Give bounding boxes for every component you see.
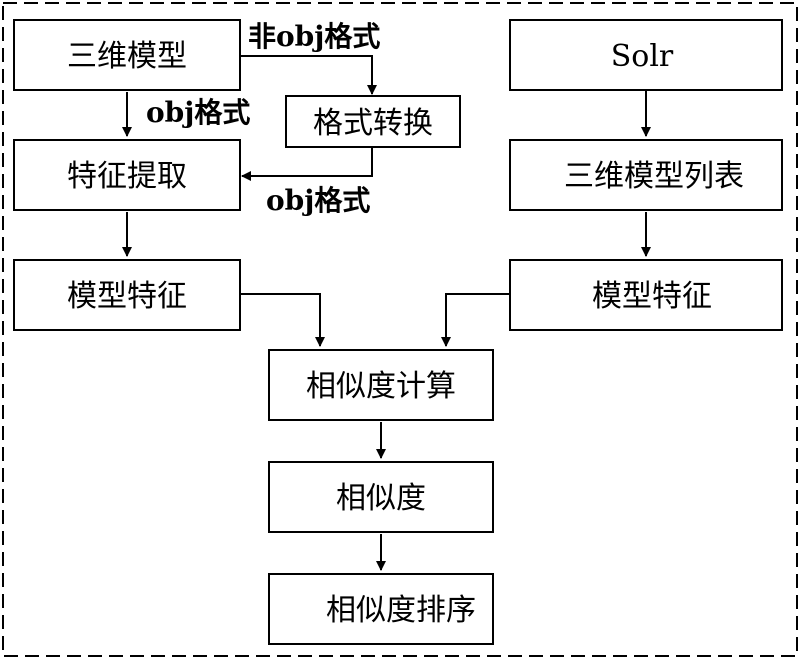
node-model-feature-right: 模型特征 [509,259,783,331]
node-label: 三维模型列表 [564,159,744,194]
node-label: 模型特征 [592,279,712,314]
node-label: 三维模型 [67,39,187,74]
edge-label-non-obj: 非obj格式 [248,20,380,53]
arrow-convert-to-extract [241,147,373,181]
node-label: 相似度计算 [306,369,456,404]
node-label: 相似度 [336,481,426,516]
arrow-feature-right-to-calc [441,293,510,347]
node-label: 特征提取 [67,159,187,194]
node-similarity-sort: 相似度排序 [268,573,494,645]
node-model-list: 三维模型列表 [509,139,783,211]
node-similarity: 相似度 [268,461,494,533]
connectors [122,55,651,571]
node-similarity-calc: 相似度计算 [268,349,494,421]
node-label: 格式转换 [313,106,433,141]
arrow-feature-left-to-calc [240,293,325,347]
edge-label-obj-bottom: obj格式 [266,184,370,217]
node-feature-extract: 特征提取 [13,139,241,211]
node-solr: Solr [509,19,783,91]
edge-label-obj-left: obj格式 [146,96,250,129]
node-format-convert: 格式转换 [285,95,461,148]
arrow-model-to-convert [240,55,377,95]
node-model-3d: 三维模型 [13,19,241,91]
node-model-feature-left: 模型特征 [13,259,241,331]
node-label: Solr [611,39,674,74]
node-label: 相似度排序 [326,593,476,628]
node-label: 模型特征 [67,279,187,314]
